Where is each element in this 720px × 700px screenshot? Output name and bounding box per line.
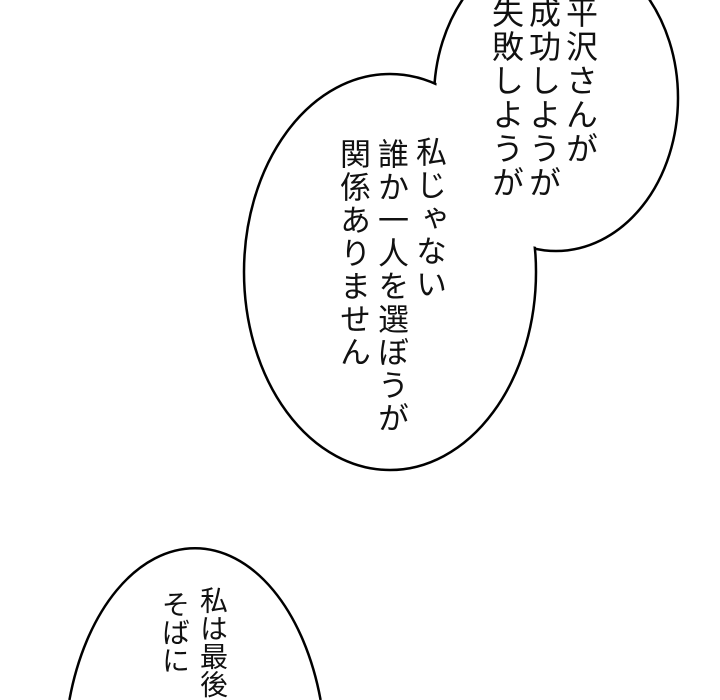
bubble-text-line: 私は最後 bbox=[196, 586, 229, 698]
speech-bubble-bottom bbox=[68, 547, 322, 700]
bubble-text-line: 失敗しようが bbox=[487, 0, 525, 200]
bubble-text-line: 関係ありません bbox=[334, 138, 370, 369]
bubble-text-line: 私じゃない bbox=[410, 136, 446, 301]
bubble-text-line: そばに bbox=[158, 590, 191, 674]
bubble-text-line: 平沢さんが bbox=[561, 0, 599, 166]
bubble-text-line: 成功しようが bbox=[524, 0, 562, 200]
bubble-text-line: 誰か一人を選ぼうが bbox=[372, 138, 408, 435]
